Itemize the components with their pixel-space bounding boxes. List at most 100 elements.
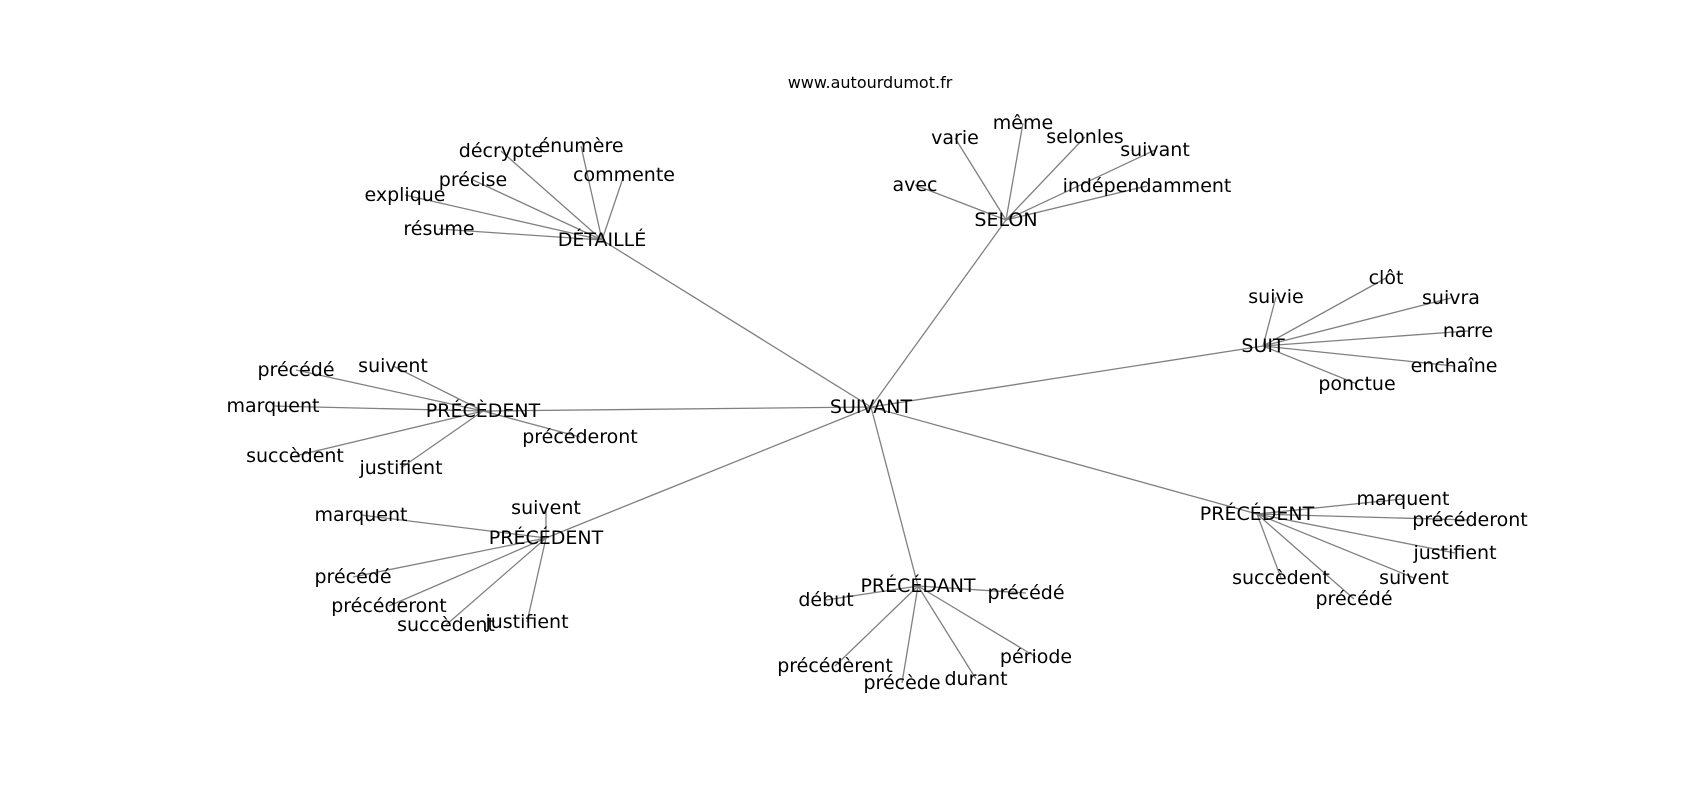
edge-precedent-left-3	[388, 537, 547, 607]
leaf-node-suit-3: narre	[1443, 320, 1493, 342]
edge-center-detaille	[601, 239, 872, 408]
edge-center-suit	[870, 345, 1264, 408]
leaf-node-selon-0: varie	[931, 127, 979, 149]
leaf-node-selon-2: selonles	[1046, 126, 1123, 148]
edge-precedent-right-5	[1256, 513, 1355, 600]
leaf-node-precedent-left-4: succèdent	[397, 614, 495, 636]
edge-precedent-grave-3	[482, 410, 581, 438]
hub-node-selon: SELON	[974, 209, 1037, 231]
leaf-node-precedent-grave-1: suivent	[358, 355, 428, 377]
leaf-node-precedent-right-5: précédé	[1315, 588, 1392, 610]
edge-precedent-left-4	[445, 537, 547, 626]
leaf-node-suit-2: suivra	[1422, 287, 1480, 309]
leaf-node-precedent-right-2: justifient	[1412, 542, 1496, 564]
watermark: www.autourdumot.fr	[788, 73, 953, 92]
edge-precedent-grave-2	[272, 405, 484, 412]
edge-center-precedant	[870, 406, 919, 587]
leaf-node-detaille-0: décrypte	[459, 140, 543, 162]
leaf-node-detaille-5: résume	[403, 218, 474, 240]
edge-precedent-right-2	[1256, 513, 1456, 554]
leaf-node-precedent-right-1: précéderont	[1412, 509, 1528, 531]
leaf-node-precedant-3: précédèrent	[777, 655, 893, 677]
leaf-node-precedant-4: précède	[863, 672, 940, 694]
edge-selon-4	[914, 184, 1007, 221]
edges-layer	[272, 122, 1471, 684]
edge-precedent-grave-1	[392, 365, 484, 412]
leaf-node-precedent-grave-0: précédé	[257, 359, 334, 381]
edge-precedent-left-5	[526, 537, 547, 623]
hub-node-suit: SUIT	[1241, 335, 1285, 357]
leaf-node-precedant-1: précédé	[987, 582, 1064, 604]
leaf-node-suit-5: ponctue	[1318, 373, 1395, 395]
edge-selon-3	[1005, 149, 1156, 221]
edge-precedent-left-1	[360, 514, 547, 539]
edge-precedent-right-3	[1256, 513, 1282, 579]
edge-detaille-2	[601, 174, 625, 241]
hub-node-detaille: DÉTAILLÉ	[558, 228, 647, 251]
leaf-node-precedant-5: durant	[944, 668, 1007, 690]
leaf-node-precedent-left-1: marquent	[315, 504, 408, 526]
leaf-node-precedent-left-3: précéderont	[331, 595, 447, 617]
leaf-node-precedent-right-3: succèdent	[1232, 567, 1330, 589]
labels-layer: www.autourdumot.fr SUIVANT DÉTAILLÉ décryp…	[227, 73, 1528, 694]
edge-center-selon	[870, 219, 1007, 408]
leaf-node-precedent-grave-3: précéderont	[522, 426, 638, 448]
edge-precedant-4	[901, 585, 919, 684]
leaf-node-precedent-left-2: précédé	[314, 566, 391, 588]
leaf-node-precedent-grave-5: justifient	[358, 457, 442, 479]
hub-node-precedent-left: PRÉCÉDENT	[489, 526, 604, 549]
leaf-node-selon-4: avec	[892, 174, 937, 196]
edge-precedent-grave-5	[400, 410, 484, 469]
edge-detaille-4	[404, 194, 603, 241]
leaf-node-precedent-right-4: suivent	[1379, 567, 1449, 589]
leaf-node-detaille-1: énumère	[538, 135, 623, 157]
leaf-node-precedant-2: période	[1000, 646, 1072, 668]
edge-selon-0	[954, 137, 1007, 221]
edge-precedant-5	[917, 585, 977, 680]
edge-suit-5	[1262, 345, 1358, 385]
edge-precedent-right-0	[1256, 498, 1404, 515]
leaf-node-precedent-grave-2: marquent	[227, 395, 320, 417]
edge-precedent-grave-4	[294, 410, 484, 457]
leaf-node-precedent-left-0: suivent	[511, 497, 581, 519]
leaf-node-selon-3: suivant	[1120, 139, 1190, 161]
leaf-node-selon-5: indépendamment	[1063, 175, 1232, 197]
edge-detaille-5	[438, 228, 603, 241]
edge-detaille-0	[500, 150, 603, 241]
edge-selon-5	[1005, 185, 1148, 221]
edge-suit-0	[1262, 296, 1277, 347]
leaf-node-precedant-0: début	[798, 589, 853, 611]
hub-node-precedent-right: PRÉCÉDENT	[1200, 502, 1315, 525]
edge-precedant-3	[834, 585, 919, 667]
edge-center-precedent-right	[870, 406, 1258, 515]
leaf-node-selon-1: même	[993, 112, 1053, 134]
edge-precedent-grave-0	[295, 369, 484, 412]
edge-precedent-right-1	[1256, 513, 1471, 521]
leaf-node-precedent-left-5: justifient	[484, 611, 568, 633]
edge-suit-3	[1262, 330, 1469, 347]
edge-precedant-2	[917, 585, 1037, 658]
edge-center-precedent-left	[545, 406, 872, 539]
edge-center-precedent-grave	[482, 406, 872, 412]
edge-suit-4	[1262, 345, 1455, 367]
center-node-label: SUIVANT	[830, 396, 913, 418]
edge-selon-2	[1005, 136, 1086, 221]
edge-precedent-right-4	[1256, 513, 1415, 579]
leaf-node-detaille-3: précise	[439, 169, 507, 191]
leaf-node-detaille-4: explique	[364, 184, 445, 206]
leaf-node-precedent-grave-4: succèdent	[246, 445, 344, 467]
edge-precedent-left-2	[352, 537, 547, 578]
leaf-node-detaille-2: commente	[573, 164, 675, 186]
hub-node-precedant: PRÉCÉDANT	[860, 574, 975, 597]
leaf-node-suit-4: enchaîne	[1411, 355, 1498, 377]
leaf-node-suit-0: suivie	[1248, 286, 1303, 308]
edge-detaille-3	[472, 179, 603, 241]
edge-selon-1	[1005, 122, 1024, 221]
edge-precedant-1	[917, 585, 1027, 594]
hub-node-precedent-grave: PRÉCÈDENT	[426, 399, 541, 422]
edge-suit-1	[1262, 277, 1387, 347]
leaf-node-suit-1: clôt	[1369, 267, 1404, 289]
edge-suit-2	[1262, 297, 1452, 347]
leaf-node-precedent-right-0: marquent	[1357, 488, 1450, 510]
